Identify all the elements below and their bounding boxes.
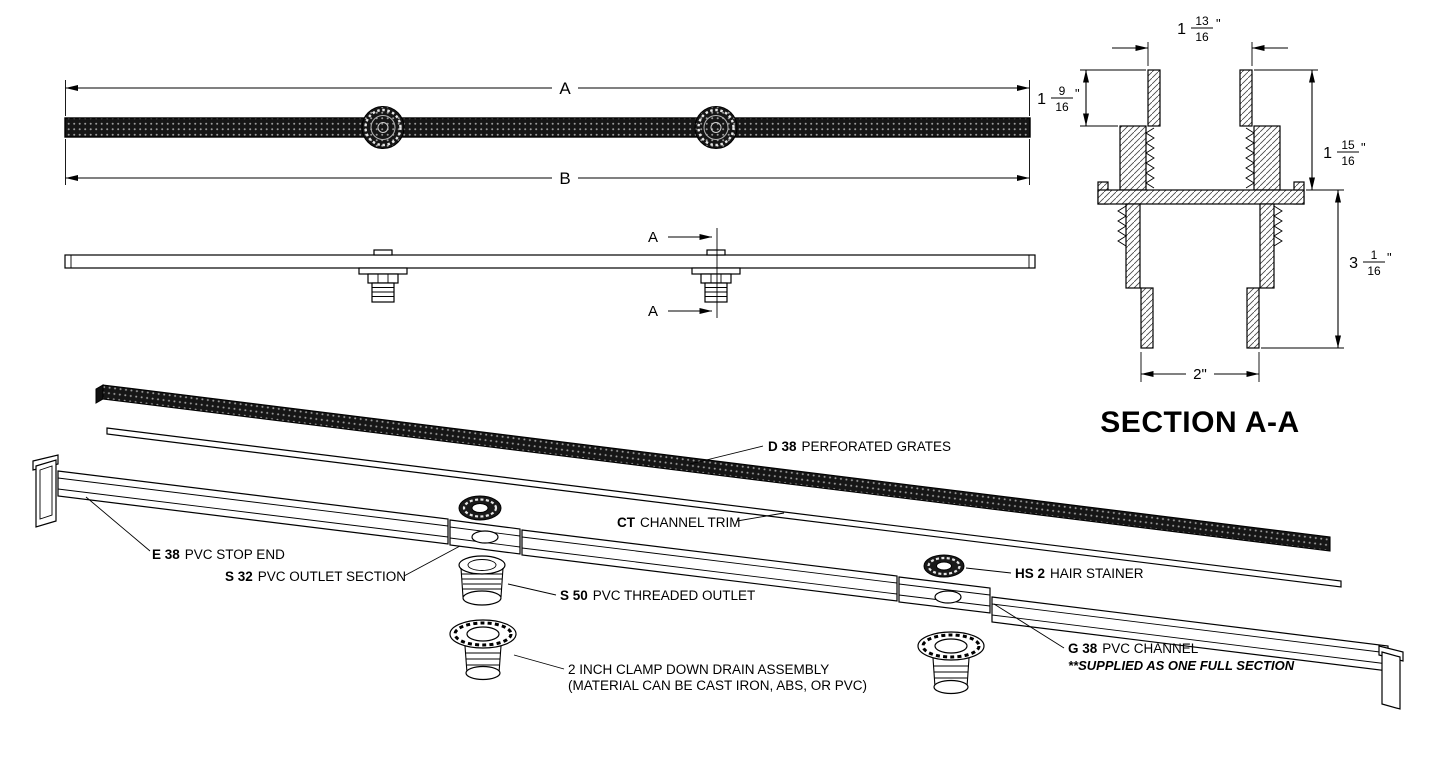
dim-left-num: 9 [1059,84,1066,98]
dim-a-label: A [559,79,571,98]
label-stop-end-code: E 38 [152,547,180,562]
label-perforated-grates: D 38 PERFORATED GRATES [768,439,951,454]
leader-stop-end [85,496,151,552]
label-hair-strainer-code: HS 2 [1015,566,1045,581]
channel-trim-iso [106,427,1342,588]
thread-zigzag [1245,127,1255,189]
dim-right-upper-unit: " [1361,140,1366,155]
label-hair-strainer: HS 2 HAIR STAINER [1015,566,1144,581]
dim-left-den: 16 [1055,100,1069,114]
drain-assembly-left [449,619,517,681]
grate-iso-endcap [95,384,104,404]
label-channel-code: G 38 [1068,641,1098,656]
dimension-a: A [65,78,1030,116]
label-stop-end-text: PVC STOP END [185,547,285,562]
outlet-assembly-side-right [691,249,741,303]
channel-middle [521,529,898,602]
exploded-view: D 38 PERFORATED GRATES CT CHANNEL TRIM E 3… [32,384,1404,710]
section-detail: 1 13 16 " 1 9 16 " 1 15 16 " [1037,14,1392,439]
dim-top: 1 13 16 " [1112,14,1288,66]
leader-threaded-outlet [507,583,557,596]
label-drain-assembly-line1: 2 INCH CLAMP DOWN DRAIN ASSEMBLY [568,662,829,677]
label-outlet-section-code: S 32 [225,569,253,584]
drain-assembly-right [917,631,985,695]
stop-end-right [1378,645,1404,710]
dimension-b: B [65,139,1030,188]
grate-plan [64,117,1031,138]
dim-right-lower-unit: " [1387,250,1392,265]
dim-b-label-gap [552,168,578,186]
channel-left [57,470,449,545]
label-hair-strainer-text: HAIR STAINER [1050,566,1144,581]
section-cut-label-bottom: A [648,303,658,320]
label-threaded-outlet: S 50 PVC THREADED OUTLET [560,588,755,603]
label-channel: G 38 PVC CHANNEL [1068,641,1199,656]
label-trim-text: CHANNEL TRIM [640,515,741,530]
dim-right-lower: 3 1 16 " [1261,189,1392,349]
outlet-section-iso [449,519,521,555]
label-channel-note: **SUPPLIED AS ONE FULL SECTION [1068,658,1295,673]
label-channel-text: PVC CHANNEL [1102,641,1199,656]
drain-fitting-plan-right [694,105,738,150]
dim-right-lower-num: 1 [1371,248,1378,262]
side-view: A A [64,228,1036,320]
label-threaded-outlet-text: PVC THREADED OUTLET [593,588,756,603]
leader-grates [689,445,764,465]
thread-zigzag [1117,205,1127,247]
dim-left-unit: " [1075,86,1080,101]
label-stop-end: E 38 PVC STOP END [152,547,285,562]
label-channel-trim: CT CHANNEL TRIM [617,515,741,530]
label-trim-code: CT [617,515,636,530]
leader-outlet-section [403,545,461,577]
channel-side [64,254,1036,269]
dim-bottom-label: 2" [1193,366,1207,383]
leader-hair-strainer [965,567,1012,574]
dim-left: 1 9 16 " [1037,69,1146,127]
outlet-section-right-iso [898,576,991,614]
dim-top-num: 13 [1195,14,1209,28]
dim-left-whole: 1 [1037,91,1046,108]
label-outlet-section: S 32 PVC OUTLET SECTION [225,569,406,584]
leader-trim [736,512,785,522]
hair-strainer-iso [923,554,965,578]
label-grates-code: D 38 [768,439,797,454]
dim-right-lower-den: 16 [1367,264,1381,278]
thread-zigzag [1145,127,1155,189]
dim-top-unit: " [1216,16,1221,31]
label-grates-text: PERFORATED GRATES [802,439,952,454]
dim-right-upper-num: 15 [1341,138,1355,152]
locknut-iso [458,495,502,521]
leader-drain-assembly [513,654,565,670]
dim-a-label-gap [552,78,578,96]
drain-fitting-plan-left [361,105,405,150]
section-part [1097,69,1305,349]
outlet-assembly-side-left [358,249,408,303]
dim-b-label: B [559,169,570,188]
plan-view: A B [64,78,1031,188]
dim-right-upper: 1 15 16 " [1254,69,1366,191]
leader-channel [993,603,1065,649]
section-title: SECTION A-A [1100,406,1299,439]
dim-right-upper-den: 16 [1341,154,1355,168]
label-drain-assembly-line2: (MATERIAL CAN BE CAST IRON, ABS, OR PVC) [568,678,867,693]
section-cut-marker: A A [648,228,718,320]
grate-iso [102,384,1331,552]
label-outlet-section-text: PVC OUTLET SECTION [258,569,406,584]
dim-top-den: 16 [1195,30,1209,44]
stop-end-left [32,454,59,528]
dim-right-lower-whole: 3 [1349,255,1358,272]
dim-right-upper-whole: 1 [1323,145,1332,162]
channel-right [991,596,1389,672]
section-cut-label-top: A [648,229,658,246]
threaded-outlet-iso [458,555,506,606]
dim-top-whole: 1 [1177,21,1186,38]
thread-zigzag [1273,205,1283,247]
label-threaded-outlet-code: S 50 [560,588,588,603]
dim-bottom: 2" [1140,352,1260,383]
